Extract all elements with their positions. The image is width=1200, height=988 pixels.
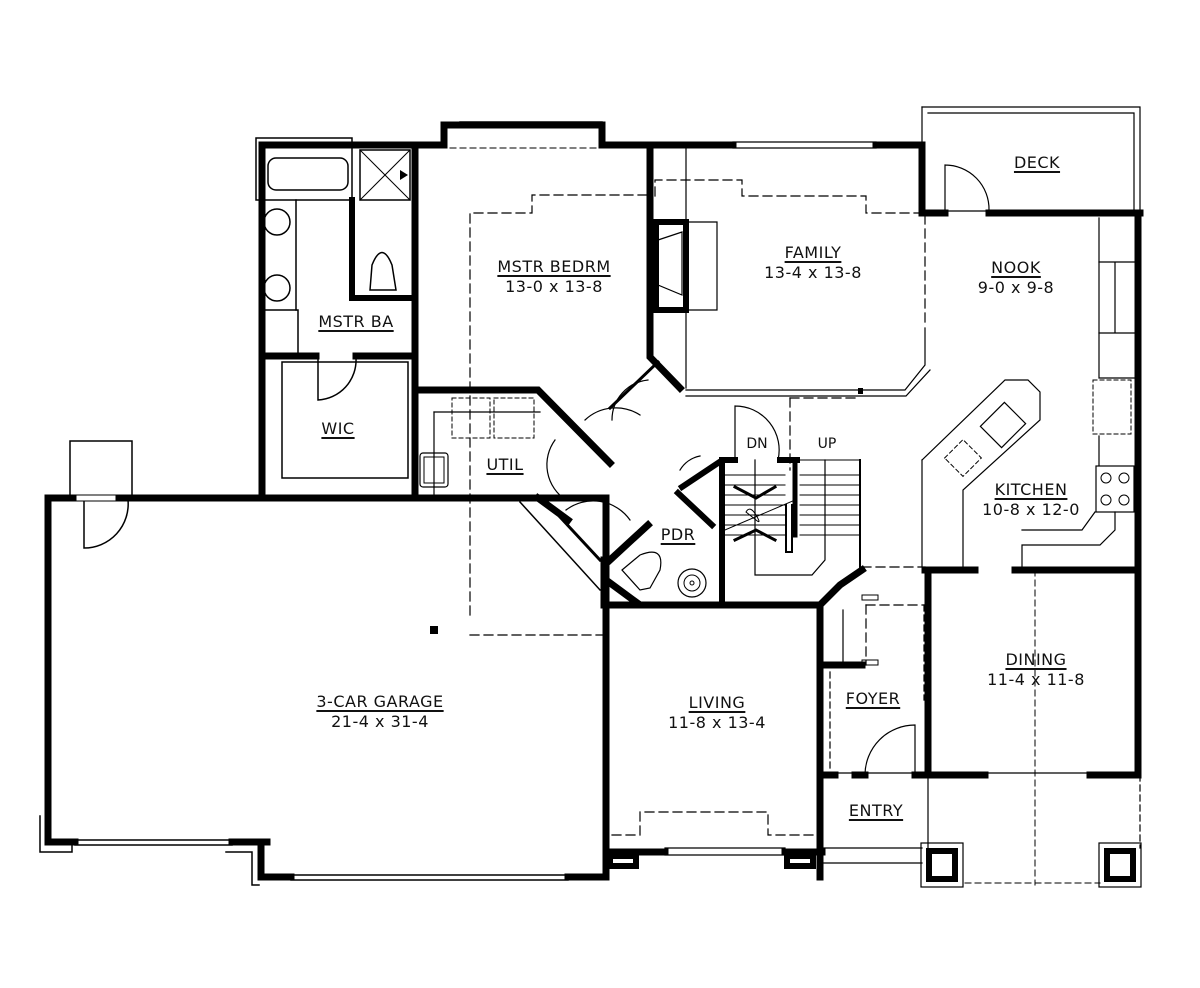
room-name: PDR — [660, 525, 696, 544]
room-label-pdr: PDR — [661, 525, 696, 545]
garage-walls — [39, 440, 610, 886]
room-label-kitchen: KITCHEN 10-8 x 12-0 — [982, 480, 1080, 520]
family-walls — [646, 141, 931, 471]
room-dimensions: 11-8 x 13-4 — [668, 713, 766, 732]
kitchen-walls — [861, 209, 1144, 779]
deck-outline — [921, 106, 1141, 214]
master-bedroom-walls — [411, 121, 685, 636]
room-name: LIVING — [688, 693, 746, 712]
room-name: UTIL — [486, 455, 524, 474]
room-name: MSTR BA — [318, 312, 394, 331]
room-name: FAMILY — [784, 243, 842, 262]
stair-up-label: UP — [817, 436, 837, 452]
room-name: ENTRY — [848, 801, 904, 820]
room-label-deck: DECK — [1014, 153, 1060, 173]
room-name: DINING — [1005, 650, 1067, 669]
room-label-dining: DINING 11-4 x 11-8 — [987, 650, 1085, 690]
room-name: DECK — [1013, 153, 1061, 172]
room-label-nook: NOOK 9-0 x 9-8 — [978, 258, 1054, 298]
room-dimensions: 9-0 x 9-8 — [977, 278, 1055, 297]
room-label-family: FAMILY 13-4 x 13-8 — [764, 243, 862, 283]
room-dimensions: 13-0 x 13-8 — [505, 277, 603, 296]
master-bath-walls — [255, 137, 419, 502]
living-walls — [602, 565, 879, 881]
room-name: MSTR BEDRM — [497, 257, 611, 276]
room-name: WIC — [321, 419, 355, 438]
room-dimensions: 21-4 x 31-4 — [331, 712, 429, 731]
utility-walls — [411, 386, 631, 563]
stair-down-label: DN — [746, 436, 768, 452]
room-label-entry: ENTRY — [849, 801, 903, 821]
foyer-entry-walls — [818, 566, 1142, 888]
room-label-mstr-ba: MSTR BA — [318, 312, 393, 332]
room-name: 3-CAR GARAGE — [316, 692, 444, 711]
room-label-living: LIVING 11-8 x 13-4 — [668, 693, 766, 733]
room-dimensions: 13-4 x 13-8 — [764, 263, 862, 282]
room-dimensions: 11-4 x 11-8 — [987, 670, 1085, 689]
room-dimensions: 10-8 x 12-0 — [982, 500, 1080, 519]
room-label-wic: WIC — [321, 419, 354, 439]
stairs — [600, 405, 861, 609]
room-label-garage: 3-CAR GARAGE 21-4 x 31-4 — [316, 692, 443, 732]
room-label-mstr-bedrm: MSTR BEDRM 13-0 x 13-8 — [497, 257, 610, 297]
room-name: KITCHEN — [994, 480, 1068, 499]
room-label-foyer: FOYER — [846, 689, 900, 709]
room-name: FOYER — [845, 689, 901, 708]
room-name: NOOK — [991, 258, 1041, 277]
room-label-util: UTIL — [486, 455, 523, 475]
